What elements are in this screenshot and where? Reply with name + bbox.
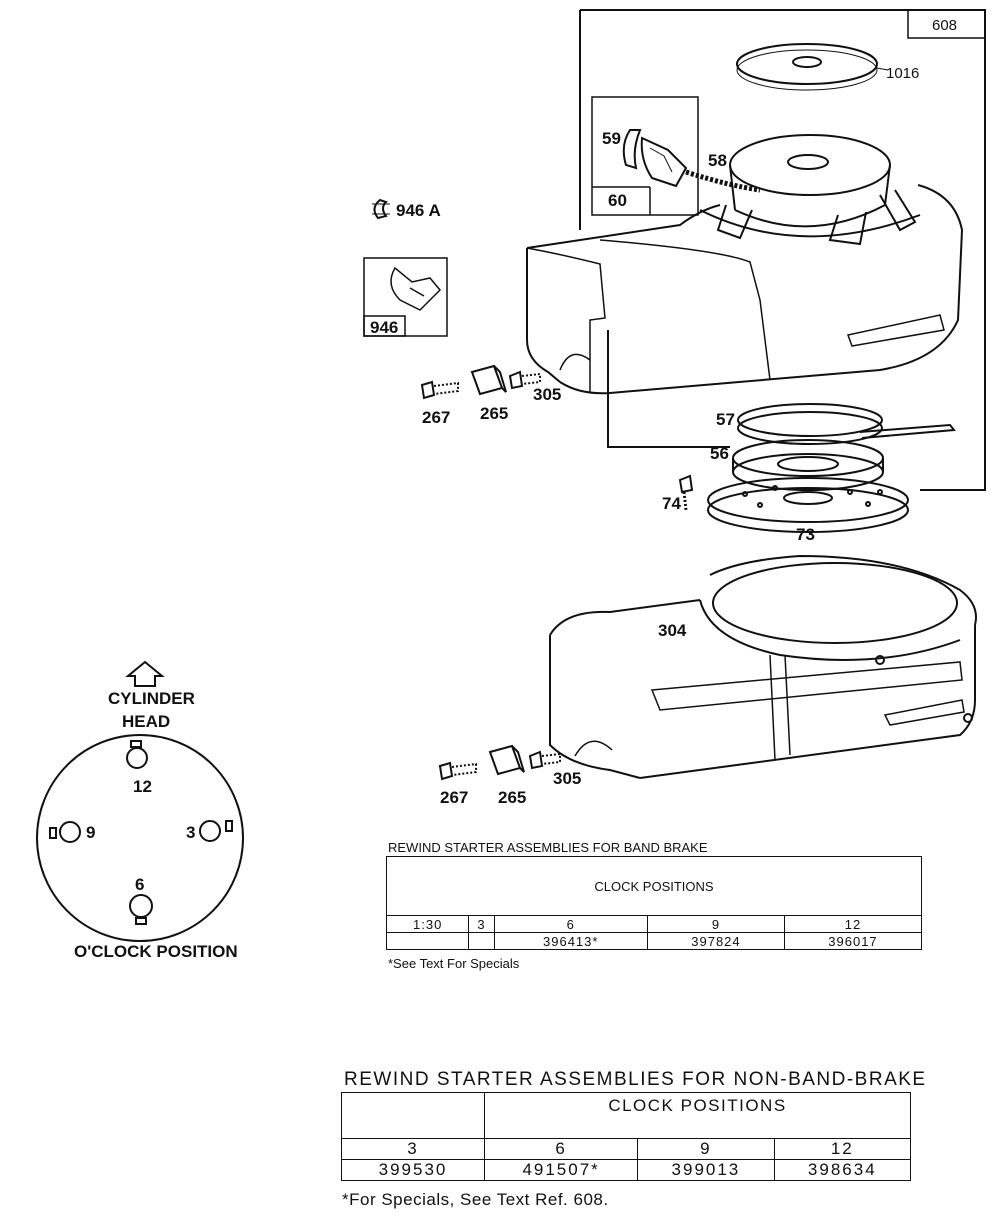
nbb-blank-cell	[341, 1092, 485, 1139]
part-304-blower-housing	[549, 554, 977, 779]
pos-3-label: 3	[186, 823, 195, 842]
non-band-brake-note: *For Specials, See Text Ref. 608.	[342, 1190, 609, 1209]
label-267-top: 267	[422, 408, 450, 427]
arrow-up-icon	[125, 660, 165, 687]
label-73: 73	[796, 525, 815, 544]
label-58: 58	[708, 151, 727, 170]
part-73-screen	[707, 477, 909, 533]
cylinder-label: CYLINDER	[108, 689, 195, 708]
band-brake-value	[385, 932, 470, 950]
band-brake-note: *See Text For Specials	[388, 956, 520, 971]
band-brake-col: 6	[493, 915, 648, 933]
kit-608-frame	[580, 9, 986, 491]
nbb-value: 491507*	[483, 1159, 639, 1181]
starter-housing	[699, 134, 921, 246]
band-brake-col: 3	[468, 915, 495, 933]
starter-icon-9	[49, 821, 81, 843]
fastener-267-top	[420, 380, 459, 400]
nbb-value: 399530	[341, 1159, 485, 1181]
head-label: HEAD	[122, 712, 170, 731]
nbb-value: 399013	[637, 1159, 775, 1181]
part-74-screw	[678, 474, 694, 511]
part-1016-washer	[736, 43, 889, 91]
part-58-rope	[685, 169, 761, 193]
handle-inset	[591, 96, 699, 216]
cylinder-circle	[36, 734, 244, 942]
non-band-brake-title: REWIND STARTER ASSEMBLIES FOR NON-BAND-B…	[344, 1069, 927, 1090]
band-brake-header: CLOCK POSITIONS	[386, 856, 922, 916]
starter-icon-3	[199, 820, 233, 842]
part-608-box	[907, 9, 986, 39]
oclock-caption: O'CLOCK POSITION	[74, 942, 238, 961]
fastener-305-top	[508, 370, 541, 390]
nbb-col: 6	[483, 1138, 639, 1160]
band-brake-table: CLOCK POSITIONS 1:30 3 6 9 12 396413* 39…	[385, 856, 923, 950]
fastener-267-bottom	[438, 761, 477, 781]
blower-housing-upper	[526, 184, 964, 395]
part-59-handle	[622, 129, 688, 188]
label-265-bottom: 265	[498, 788, 526, 807]
pos-6-label: 6	[135, 875, 144, 894]
label-60: 60	[608, 191, 627, 210]
band-brake-value: 397824	[646, 932, 785, 950]
nbb-col: 9	[637, 1138, 775, 1160]
part-57-spring	[737, 403, 956, 445]
label-608: 608	[932, 17, 957, 34]
part-946a-clip	[372, 198, 390, 220]
band-brake-value: 396017	[783, 932, 923, 950]
label-74: 74	[662, 494, 681, 513]
label-265-top: 265	[480, 404, 508, 423]
fastener-305-bottom	[528, 750, 561, 770]
label-57: 57	[716, 410, 735, 429]
label-305-top: 305	[533, 385, 561, 404]
label-59: 59	[602, 129, 621, 148]
starter-icon-12	[126, 740, 148, 769]
label-304: 304	[658, 621, 687, 640]
orientation-diagram	[36, 660, 244, 942]
band-brake-value: 396413*	[493, 932, 648, 950]
nbb-col: 3	[341, 1138, 485, 1160]
band-brake-title: REWIND STARTER ASSEMBLIES FOR BAND BRAKE	[388, 840, 708, 855]
pos-12-label: 12	[133, 777, 152, 796]
label-946: 946	[370, 318, 398, 337]
fastener-265-bottom	[488, 744, 525, 776]
nbb-value: 398634	[773, 1159, 912, 1181]
starter-icon-6	[129, 894, 153, 925]
label-305-bottom: 305	[553, 769, 581, 788]
non-band-brake-header: CLOCK POSITIONS	[484, 1092, 911, 1139]
band-brake-col: 12	[783, 915, 923, 933]
label-946a: 946 A	[396, 201, 441, 220]
fastener-265-top	[470, 364, 507, 396]
band-brake-value	[468, 932, 495, 950]
band-brake-col: 1:30	[385, 915, 470, 933]
non-band-brake-table: CLOCK POSITIONS 3 6 9 12 399530 491507* …	[341, 1092, 912, 1181]
nbb-col: 12	[773, 1138, 912, 1160]
label-1016: 1016	[886, 65, 919, 82]
label-267-bottom: 267	[440, 788, 468, 807]
part-56-pulley	[732, 439, 884, 491]
label-56: 56	[710, 444, 729, 463]
pos-9-label: 9	[86, 823, 95, 842]
band-brake-col: 9	[646, 915, 785, 933]
